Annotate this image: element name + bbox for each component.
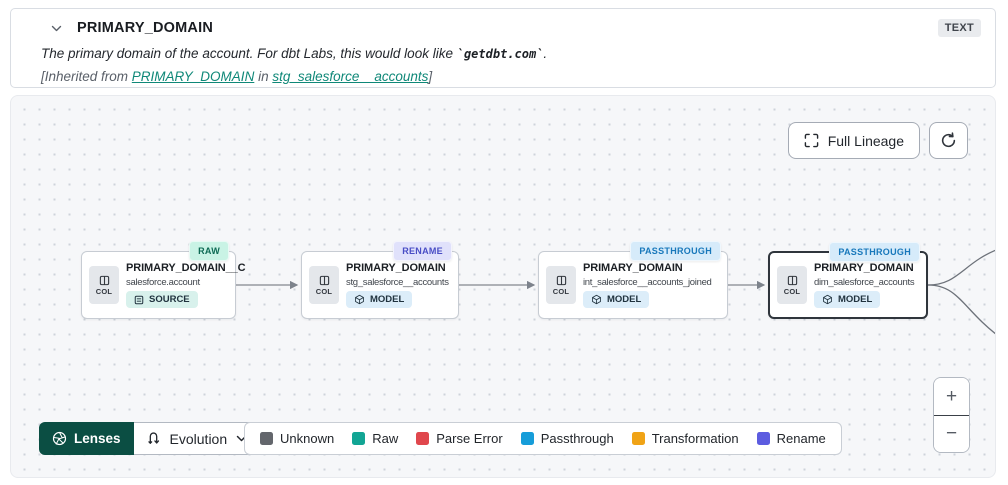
selected-lens-label: Evolution — [169, 430, 228, 447]
legend-item: Unknown — [260, 431, 334, 446]
resource-type-badge: MODEL — [814, 291, 881, 308]
legend-swatch — [260, 432, 273, 445]
resource-type-badge: MODEL — [583, 291, 650, 308]
columns-icon — [319, 275, 329, 285]
evolution-icon — [147, 432, 159, 444]
resource-type-label: MODEL — [607, 294, 642, 305]
legend-item: Transformation — [631, 431, 739, 446]
legend-item: Raw — [352, 431, 398, 446]
data-type-badge: TEXT — [937, 19, 981, 37]
lens-status-badge: PASSTHROUGH — [630, 241, 721, 261]
legend-label: Parse Error — [436, 431, 503, 446]
description-suffix: . — [543, 46, 548, 61]
node-column-name: PRIMARY_DOMAIN — [346, 262, 446, 274]
column-chip: COL — [777, 266, 807, 304]
resource-type-badge: SOURCE — [126, 291, 198, 308]
expand-icon — [804, 133, 819, 148]
legend-swatch — [631, 432, 645, 445]
columns-icon — [556, 275, 566, 285]
col-chip-label: COL — [783, 286, 801, 296]
column-header-row: PRIMARY_DOMAIN TEXT — [41, 17, 981, 39]
legend-item: Parse Error — [416, 431, 503, 446]
lens-toolbar: Lenses Evolution — [39, 422, 261, 455]
columns-icon — [99, 275, 109, 285]
legend-label: Passthrough — [540, 431, 614, 446]
node-column-name: PRIMARY_DOMAIN — [814, 262, 914, 274]
legend-swatch — [520, 432, 534, 445]
zoom-out-button[interactable]: − — [934, 415, 969, 452]
zoom-in-button[interactable]: + — [934, 378, 969, 415]
model-icon — [355, 294, 364, 305]
lineage-node-int-salesforce-accounts-joined[interactable]: PASSTHROUGH COL PRIMARY_DOMAIN int_sales… — [538, 241, 728, 319]
legend-label: Unknown — [280, 431, 335, 446]
columns-icon — [787, 275, 797, 285]
refresh-button[interactable] — [929, 122, 968, 159]
node-model-name: dim_salesforce_accounts — [814, 277, 915, 288]
node-body: PRIMARY_DOMAIN__C salesforce.account SOU… — [119, 262, 246, 308]
lineage-node-dim-salesforce-accounts[interactable]: PASSTHROUGH COL PRIMARY_DOMAIN dim_sales… — [768, 242, 928, 319]
column-header-card: PRIMARY_DOMAIN TEXT The primary domain o… — [10, 8, 996, 88]
resource-type-label: MODEL — [838, 294, 873, 305]
column-chip: COL — [89, 266, 119, 304]
column-chip: COL — [309, 266, 339, 304]
lens-status-badge: RENAME — [393, 241, 452, 261]
lineage-node-salesforce-account[interactable]: RAW COL PRIMARY_DOMAIN__C salesforce.acc… — [81, 241, 246, 319]
legend-swatch — [756, 432, 770, 445]
description-code: `getdbt.com` — [456, 47, 544, 61]
lenses-button[interactable]: Lenses — [39, 422, 134, 455]
node-model-name: int_salesforce__accounts_joined — [583, 277, 712, 288]
inherited-prefix: [Inherited from — [41, 69, 132, 84]
col-chip-label: COL — [552, 286, 570, 296]
node-model-name: salesforce.account — [126, 277, 200, 288]
col-chip-label: COL — [95, 286, 113, 296]
lens-legend: Unknown Raw Parse Error Passthrough Tran… — [244, 422, 842, 455]
lens-selector-dropdown[interactable]: Evolution — [133, 422, 261, 455]
legend-swatch — [416, 432, 430, 445]
node-body: PRIMARY_DOMAIN stg_salesforce__accounts … — [339, 262, 453, 308]
legend-item: Passthrough — [520, 431, 614, 446]
column-chip: COL — [546, 266, 576, 304]
chevron-down-icon — [51, 25, 61, 31]
legend-label: Transformation — [651, 431, 739, 446]
legend-item: Rename — [756, 431, 826, 446]
resource-type-label: SOURCE — [149, 294, 190, 305]
col-chip-label: COL — [315, 286, 333, 296]
model-icon — [823, 294, 832, 305]
legend-label: Rename — [776, 431, 826, 446]
full-lineage-button[interactable]: Full Lineage — [787, 122, 920, 159]
legend-label: Raw — [372, 431, 399, 446]
node-body: PRIMARY_DOMAIN int_salesforce__accounts_… — [576, 262, 716, 308]
collapse-chevron-button[interactable] — [47, 19, 65, 37]
lenses-aperture-icon — [52, 431, 67, 446]
column-title: PRIMARY_DOMAIN — [77, 20, 213, 36]
inherited-column-link[interactable]: PRIMARY_DOMAIN — [131, 69, 255, 84]
inherited-suffix: ] — [428, 69, 433, 84]
lineage-canvas[interactable]: Full Lineage RAW COL PRIMARY_DOMAIN__C s… — [10, 95, 996, 478]
lens-status-badge: RAW — [189, 241, 229, 261]
inherited-middle: in — [254, 69, 273, 84]
full-lineage-label: Full Lineage — [827, 132, 904, 149]
model-icon — [592, 294, 601, 305]
description-text: The primary domain of the account. For d… — [41, 46, 457, 61]
node-column-name: PRIMARY_DOMAIN — [583, 262, 683, 274]
legend-swatch — [352, 432, 366, 445]
source-icon — [134, 295, 144, 304]
lineage-node-stg-salesforce-accounts[interactable]: RENAME COL PRIMARY_DOMAIN stg_salesforce… — [301, 241, 459, 319]
resource-type-badge: MODEL — [346, 291, 413, 308]
inherited-from-line: [Inherited from PRIMARY_DOMAIN in stg_sa… — [41, 69, 981, 84]
lenses-label: Lenses — [74, 431, 121, 446]
node-column-name: PRIMARY_DOMAIN__C — [126, 262, 246, 274]
column-description: The primary domain of the account. For d… — [41, 46, 981, 61]
inherited-model-link[interactable]: stg_salesforce__accounts — [272, 69, 429, 84]
lens-status-badge: PASSTHROUGH — [829, 242, 920, 262]
zoom-controls: + − — [933, 377, 970, 453]
node-model-name: stg_salesforce__accounts — [346, 277, 449, 288]
refresh-icon — [941, 132, 956, 148]
node-body: PRIMARY_DOMAIN dim_salesforce_accounts M… — [807, 262, 918, 308]
resource-type-label: MODEL — [370, 294, 405, 305]
